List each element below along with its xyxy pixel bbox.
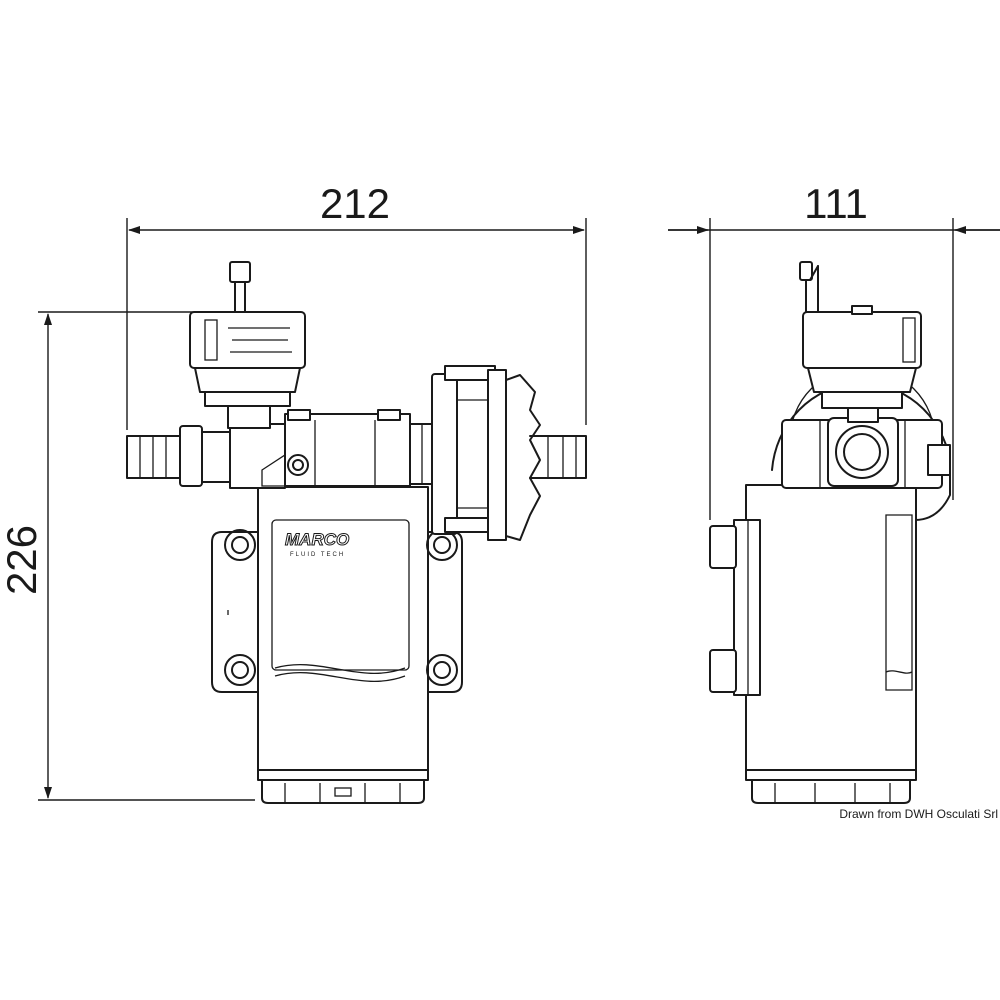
brand-subtitle: FLUID TECH [290,552,345,558]
inlet-hose-barb [126,423,286,489]
dimension-depth: 111 [668,180,1000,520]
drawing-credit: Drawn from DWH Osculati Srl [839,807,998,821]
dimension-height-label: 226 [0,525,45,595]
mounting-bracket [211,531,463,693]
pressure-switch [189,261,306,429]
side-pressure-switch [799,261,922,423]
side-motor-base [751,779,911,804]
side-bracket [709,519,761,696]
pump-front-view: MARCO FLUID TECH [126,261,587,804]
outlet-hose-barb [529,435,587,479]
bolt-top-left [224,529,256,561]
bolt-bottom-left [224,654,256,686]
dimension-width: 212 [126,180,587,430]
dimension-width-label: 212 [320,180,390,227]
motor-base [261,779,425,804]
dimension-height: 226 [0,311,255,801]
side-motor-body [745,484,917,781]
dimension-depth-label: 111 [804,180,868,227]
filter-housing [431,365,541,541]
side-valve-housing [781,417,951,489]
brand-logo: MARCO [285,530,349,549]
bolt-bottom-right [426,654,458,686]
pump-side-view [709,261,951,804]
pump-head [261,409,436,487]
